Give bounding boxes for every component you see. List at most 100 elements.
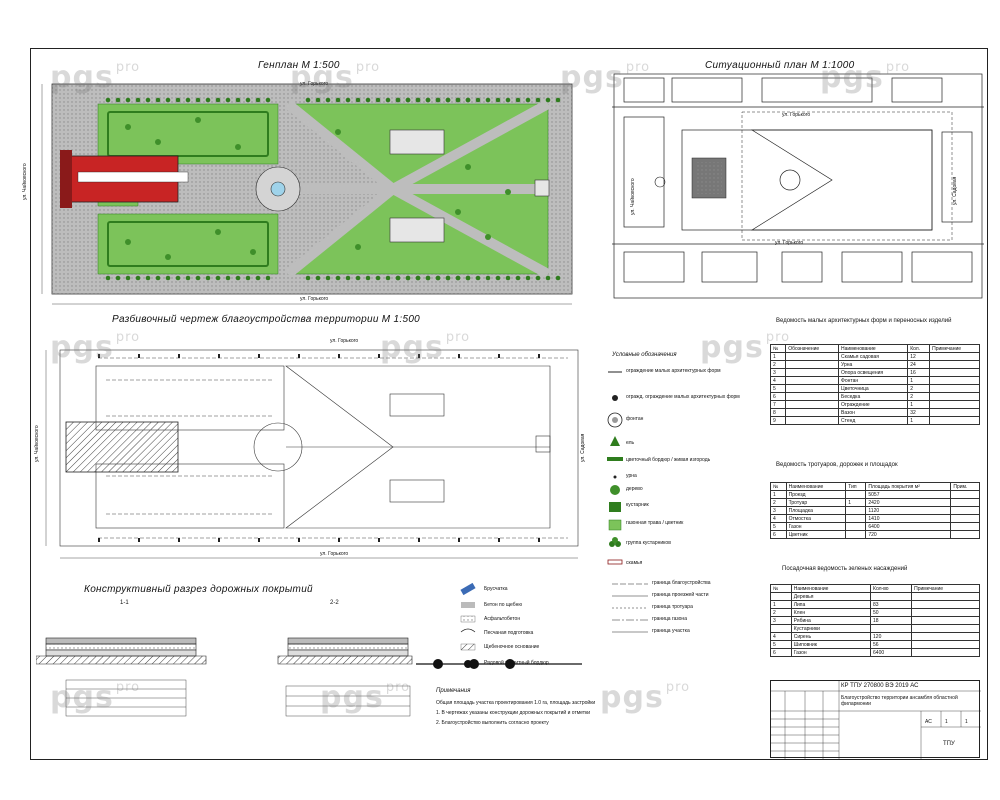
spruce-icon bbox=[610, 436, 620, 446]
table-cell bbox=[911, 592, 980, 601]
table-cell bbox=[950, 506, 980, 515]
table-cell: 6 bbox=[770, 530, 787, 539]
section-legend-item: Рядовой гранитный бордюр bbox=[484, 660, 549, 666]
table-cell: 18 bbox=[870, 616, 913, 625]
table-cell: Отмостка bbox=[785, 514, 847, 523]
legend-item: дерево bbox=[626, 486, 643, 492]
stamp-code: КР ТПУ 270800 ВЭ 2019 АС bbox=[841, 683, 919, 689]
table-cell: Шиповник bbox=[790, 640, 872, 649]
urn-icon bbox=[613, 475, 617, 479]
building-label: Ансамбль областной филармонии bbox=[80, 176, 160, 182]
legend-line-label: граница участка bbox=[652, 628, 690, 634]
table-cell bbox=[929, 408, 980, 417]
table-cell: 1 bbox=[907, 416, 931, 425]
table-cell bbox=[911, 640, 980, 649]
table-cell: Вазон bbox=[838, 408, 909, 417]
table-cell bbox=[870, 624, 913, 633]
table-cell: 16 bbox=[907, 368, 931, 377]
table-cell bbox=[785, 400, 840, 409]
table-cell bbox=[950, 522, 980, 531]
stamp-grid bbox=[771, 681, 981, 759]
table-cell: 5057 bbox=[865, 490, 952, 499]
table-row: Деревья bbox=[770, 592, 980, 601]
situation-drawing bbox=[612, 73, 984, 299]
table-cell: 1 bbox=[770, 600, 792, 609]
table-cell: 2420 bbox=[865, 498, 952, 507]
table-cell: 3 bbox=[770, 616, 792, 625]
layout-street-top: ул. Горького bbox=[330, 338, 359, 344]
table-cell: 2 bbox=[907, 384, 931, 393]
table-cell: 1 bbox=[907, 376, 931, 385]
table-cell bbox=[870, 592, 913, 601]
legend-item: урна bbox=[626, 473, 637, 479]
table-greenery-title: Посадочная ведомость зеленых насаждений bbox=[782, 566, 908, 572]
table-header-cell: Кол-во bbox=[870, 584, 913, 593]
table-cell: Урна bbox=[838, 360, 909, 369]
genplan-street-bottom: ул. Горького bbox=[300, 296, 329, 302]
table-cell: 2 bbox=[907, 392, 931, 401]
situation-street-mid: ул. Горького bbox=[775, 240, 804, 246]
table-header-cell: Площадь покрытия м² bbox=[865, 482, 952, 491]
table-cell: 83 bbox=[870, 600, 913, 609]
layout-street-right: ул. Садовая bbox=[580, 433, 586, 462]
stamp-stage: АС bbox=[925, 719, 932, 725]
table-cell bbox=[785, 360, 840, 369]
table-cell bbox=[770, 592, 792, 601]
note-line: Общая площадь участка проектирования 1.0… bbox=[436, 700, 596, 706]
legend-icons bbox=[607, 371, 623, 565]
table-cell: Цветочница bbox=[838, 384, 909, 393]
legend-item: огражд. ограждение малых архитектурных ф… bbox=[626, 394, 740, 400]
table-cell: 3 bbox=[770, 506, 787, 515]
table-cell: 2 bbox=[770, 498, 787, 507]
table-cell: 1 bbox=[770, 490, 787, 499]
table-cell: 9 bbox=[769, 416, 787, 425]
table-cell: Тротуар bbox=[785, 498, 847, 507]
section-drawing bbox=[36, 637, 413, 717]
table-cell bbox=[785, 384, 840, 393]
table-cell: 1120 bbox=[865, 506, 952, 515]
note-line: 2. Благоустройство выполнить согласно пр… bbox=[436, 720, 549, 726]
table-cell: 2 bbox=[770, 608, 792, 617]
note-line: 1. В чертежах указаны конструкции дорожн… bbox=[436, 710, 591, 716]
table-cell bbox=[929, 368, 980, 377]
table-cell: Площадка bbox=[785, 506, 847, 515]
table-header-cell: Примечание bbox=[911, 584, 980, 593]
table-cell: 720 bbox=[865, 530, 952, 539]
table-cell bbox=[770, 624, 792, 633]
table-cell bbox=[845, 522, 867, 531]
table-cell: Фонтан bbox=[838, 376, 909, 385]
section-legend-item: Брусчатка bbox=[484, 586, 508, 592]
table-cell bbox=[845, 530, 867, 539]
table-cell: 32 bbox=[907, 408, 931, 417]
stamp-org: ТПУ bbox=[943, 741, 955, 747]
table-cell: 120 bbox=[870, 632, 913, 641]
legend-item: скамья bbox=[626, 560, 643, 566]
table-cell: 24 bbox=[907, 360, 931, 369]
lamp-icon bbox=[612, 395, 618, 401]
genplan-street-left: ул. Чайковского bbox=[22, 163, 28, 200]
legend-line-label: граница тротуара bbox=[652, 604, 693, 610]
table-cell bbox=[950, 530, 980, 539]
section-legend-item: Песчаная подготовка bbox=[484, 630, 534, 636]
bench-icon bbox=[607, 559, 623, 565]
table-cell bbox=[929, 376, 980, 385]
table-cell bbox=[950, 490, 980, 499]
stamp-sheets: 1 bbox=[965, 719, 968, 725]
table-cell: 50 bbox=[870, 608, 913, 617]
table-cell: 8 bbox=[769, 408, 787, 417]
table-cell bbox=[950, 514, 980, 523]
